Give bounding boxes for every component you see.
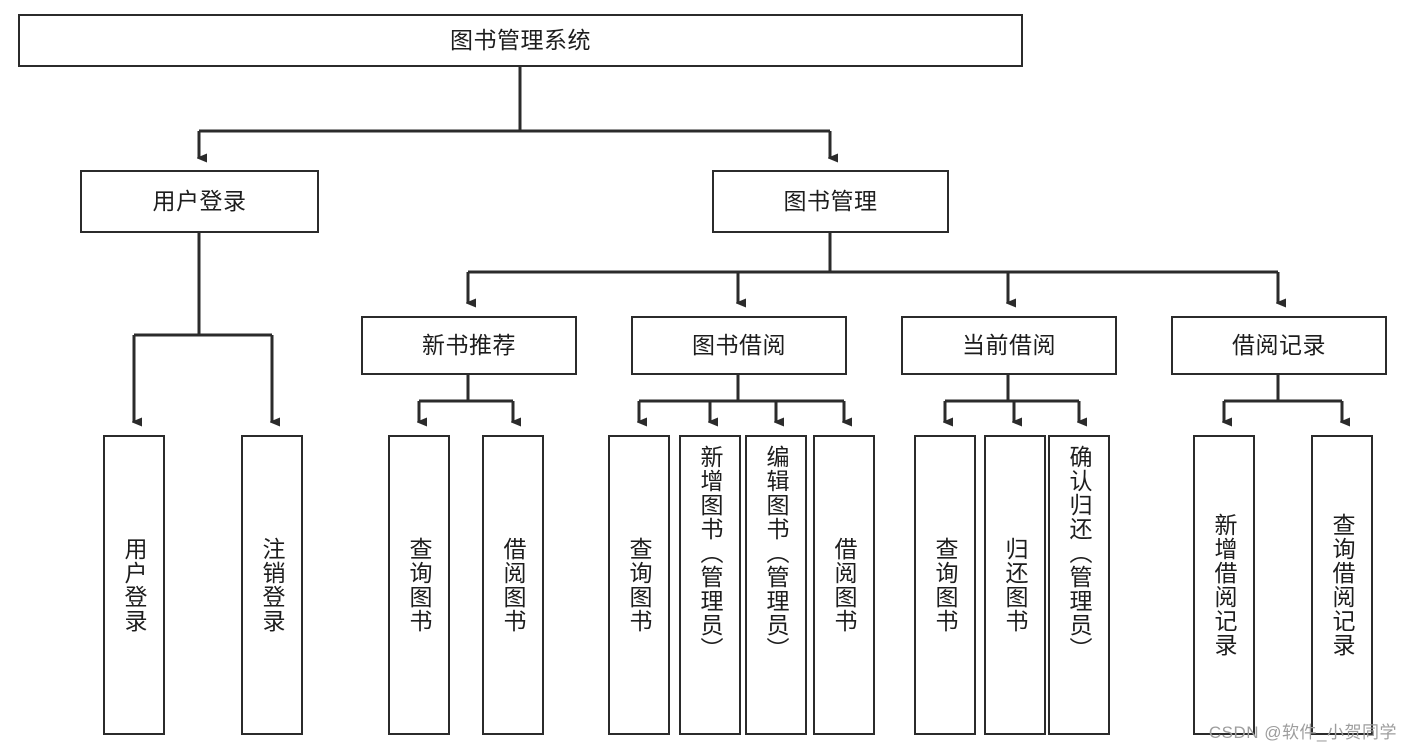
node-label: 编辑图书（管理员） <box>763 445 790 661</box>
node-label: 新书推荐 <box>422 331 516 358</box>
connector-borrowrecord-to-leaves <box>1224 375 1342 422</box>
node-label: 图书借阅 <box>692 331 786 358</box>
node-label: 借阅图书 <box>831 537 858 633</box>
node-label: 借阅图书 <box>500 537 527 633</box>
node-new-book-recommend[interactable]: 新书推荐 <box>361 316 577 375</box>
node-leaf-confirm-return[interactable]: 确认归还（管理员） <box>1048 435 1110 735</box>
node-label: 借阅记录 <box>1232 331 1326 358</box>
node-leaf-query-book-3[interactable]: 查询图书 <box>914 435 976 735</box>
node-label: 当前借阅 <box>962 331 1056 358</box>
connector-bookborrow-to-leaves <box>639 375 844 422</box>
connector-userlogin-to-leaves <box>134 233 272 422</box>
node-leaf-user-login[interactable]: 用户登录 <box>103 435 165 735</box>
node-leaf-borrow-book-2[interactable]: 借阅图书 <box>813 435 875 735</box>
node-book-manage[interactable]: 图书管理 <box>712 170 949 233</box>
node-label: 用户登录 <box>152 187 247 214</box>
node-label: 新增借阅记录 <box>1211 513 1238 657</box>
node-label: 查询借阅记录 <box>1329 513 1356 657</box>
node-label: 新增图书（管理员） <box>697 445 724 661</box>
connector-currentborrow-to-leaves <box>945 375 1079 422</box>
node-leaf-add-record[interactable]: 新增借阅记录 <box>1193 435 1255 735</box>
node-book-borrow[interactable]: 图书借阅 <box>631 316 847 375</box>
connector-root-to-level2 <box>199 67 830 158</box>
node-borrow-record[interactable]: 借阅记录 <box>1171 316 1387 375</box>
node-leaf-query-book-2[interactable]: 查询图书 <box>608 435 670 735</box>
node-label: 查询图书 <box>626 537 653 633</box>
node-label: 用户登录 <box>121 537 148 633</box>
node-user-login[interactable]: 用户登录 <box>80 170 319 233</box>
node-leaf-borrow-book-1[interactable]: 借阅图书 <box>482 435 544 735</box>
node-leaf-query-book-1[interactable]: 查询图书 <box>388 435 450 735</box>
node-label: 图书管理 <box>783 187 878 214</box>
node-leaf-query-record[interactable]: 查询借阅记录 <box>1311 435 1373 735</box>
connector-bookmanage-to-level3 <box>468 233 1278 303</box>
node-leaf-add-book[interactable]: 新增图书（管理员） <box>679 435 741 735</box>
node-leaf-logout-login[interactable]: 注销登录 <box>241 435 303 735</box>
node-label: 图书管理系统 <box>450 26 591 53</box>
node-root-system[interactable]: 图书管理系统 <box>18 14 1023 67</box>
node-label: 归还图书 <box>1002 537 1029 633</box>
connector-newbook-to-leaves <box>419 375 513 422</box>
node-leaf-return-book[interactable]: 归还图书 <box>984 435 1046 735</box>
node-label: 查询图书 <box>932 537 959 633</box>
node-label: 注销登录 <box>259 537 286 633</box>
node-label: 确认归还（管理员） <box>1066 445 1093 661</box>
node-current-borrow[interactable]: 当前借阅 <box>901 316 1117 375</box>
node-leaf-edit-book[interactable]: 编辑图书（管理员） <box>745 435 807 735</box>
node-label: 查询图书 <box>406 537 433 633</box>
